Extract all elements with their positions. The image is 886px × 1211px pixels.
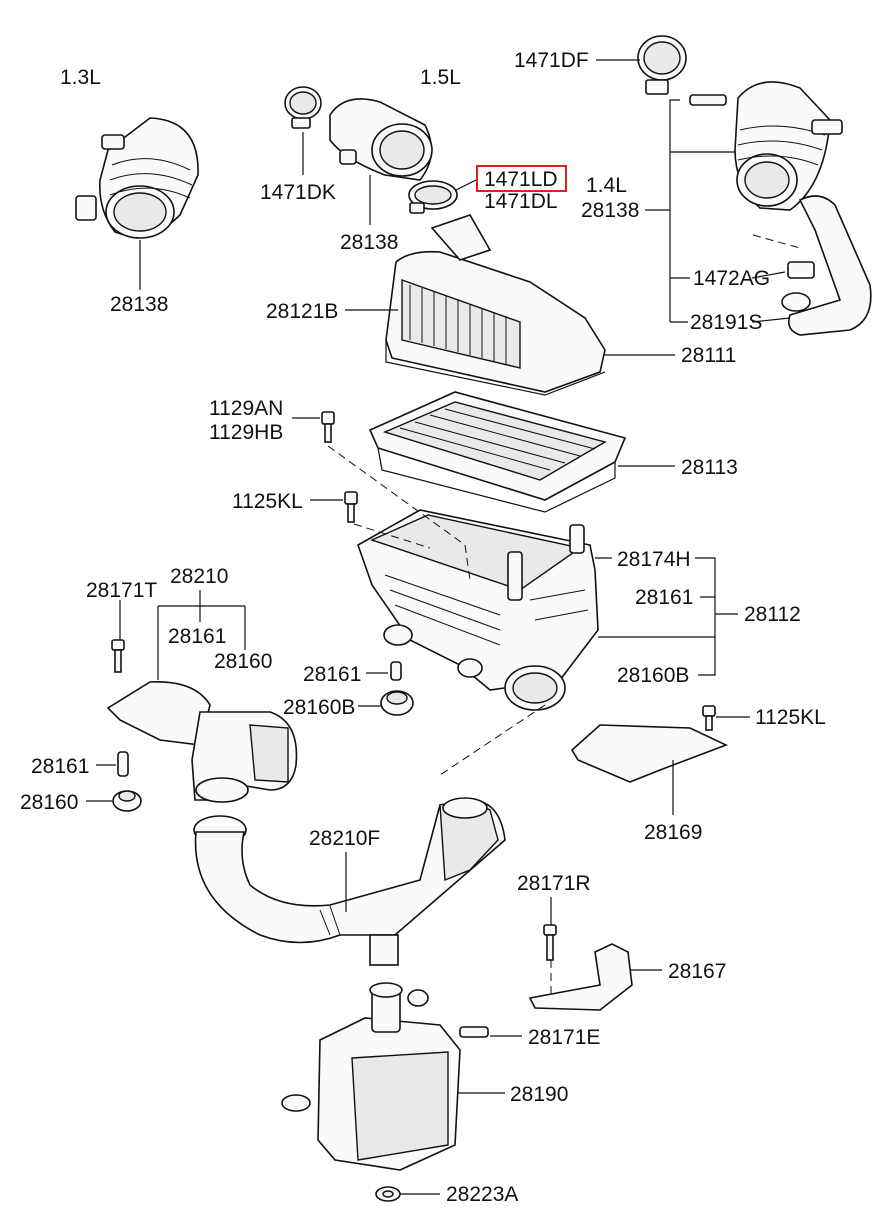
label-28174h: 28174H <box>617 548 691 571</box>
grommet-28160-lower-left-drawing <box>112 790 142 812</box>
label-28171r: 28171R <box>517 872 591 895</box>
label-28190: 28190 <box>510 1083 568 1106</box>
clamp-1471dk-drawing <box>284 86 322 129</box>
resonator-28190-drawing <box>281 982 489 1171</box>
label-1471dk: 1471DK <box>260 181 336 204</box>
washer-28223a-drawing <box>375 1186 401 1202</box>
label-28138-1-4l: 28138 <box>581 199 639 222</box>
resonator-duct-28210-drawing <box>106 639 298 803</box>
label-28138-1-5l: 28138 <box>340 231 398 254</box>
label-1129an: 1129AN <box>209 397 283 420</box>
label-28160b-right: 28160B <box>617 664 689 687</box>
leader-lines <box>86 59 791 1195</box>
label-28210: 28210 <box>170 565 228 588</box>
label-1129hb: 1129HB <box>209 421 283 444</box>
pin-28161-middle-drawing <box>390 661 402 681</box>
grommet-28160b-middle-drawing <box>380 690 414 716</box>
label-28191s: 28191S <box>690 311 762 334</box>
variant-label-1-3l: 1.3L <box>60 66 101 89</box>
highlight-box <box>476 165 567 192</box>
clamp-1471ld-drawing <box>408 180 458 214</box>
label-28161-left: 28161 <box>168 625 226 648</box>
air-cleaner-cover-drawing <box>385 214 606 396</box>
label-28112: 28112 <box>744 603 801 626</box>
label-28169: 28169 <box>644 821 702 844</box>
duct-28210f-drawing <box>193 797 506 966</box>
label-28160-left: 28160 <box>214 650 272 673</box>
intake-hose-1-3l-drawing <box>75 117 199 239</box>
intake-hose-1-5l-drawing <box>329 98 433 181</box>
pin-28161-lower-left-drawing <box>117 751 129 777</box>
label-1125kl-top: 1125KL <box>232 490 303 513</box>
label-1471dl: 1471DL <box>484 190 558 213</box>
intake-hose-1-4l-drawing <box>689 81 872 336</box>
label-28121b: 28121B <box>266 300 338 323</box>
bracket-28169-drawing <box>570 705 729 783</box>
clamp-1471df-drawing <box>637 35 687 95</box>
variant-label-1-5l: 1.5L <box>420 66 461 89</box>
assembly-dash-lines <box>327 234 801 998</box>
variant-label-1-4l: 1.4L <box>586 174 627 197</box>
label-1472ag: 1472AG <box>693 267 770 290</box>
label-28161-right: 28161 <box>635 586 693 609</box>
label-28113: 28113 <box>681 456 738 479</box>
variant-labels: 1.3L 1.5L 1.4L <box>60 66 627 197</box>
label-1471ld: 1471LD <box>484 168 558 191</box>
air-filter-element-drawing <box>368 391 627 513</box>
bolt-1125kl-top-drawing <box>344 491 358 523</box>
label-28138-1-3l: 28138 <box>110 293 168 316</box>
label-28161-lower: 28161 <box>31 755 89 778</box>
part-labels: 1471DF 1471DK 1471LD 1471DL 28138 28138 … <box>20 49 826 1206</box>
label-28171e: 28171E <box>528 1026 600 1049</box>
label-28160b-middle: 28160B <box>283 696 355 719</box>
bracket-28167-drawing <box>528 924 633 1011</box>
label-28167: 28167 <box>668 960 726 983</box>
label-28171t: 28171T <box>86 579 157 602</box>
label-28223a: 28223A <box>446 1183 518 1206</box>
label-28161-middle: 28161 <box>303 663 361 686</box>
air-cleaner-body-drawing <box>357 509 599 711</box>
label-28160-lower: 28160 <box>20 791 78 814</box>
label-28111: 28111 <box>681 344 736 367</box>
label-1125kl-bottom: 1125KL <box>755 706 826 729</box>
bolt-1129an-drawing <box>321 411 335 443</box>
label-28210f: 28210F <box>309 827 380 850</box>
label-1471df: 1471DF <box>514 49 589 72</box>
